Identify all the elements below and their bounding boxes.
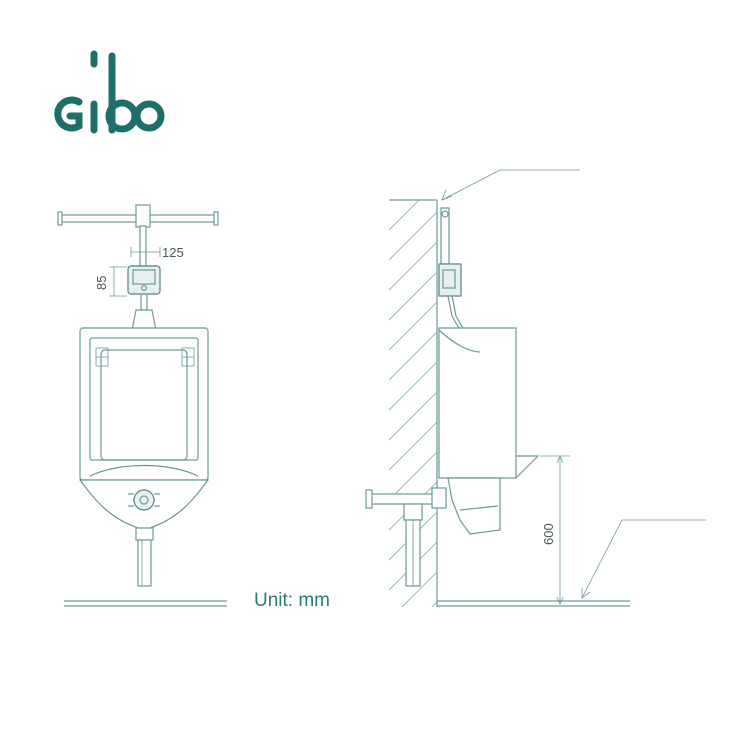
mount-height-label: 600	[541, 523, 556, 545]
pipe-spacing-label: 125	[162, 245, 184, 260]
side-view: 600	[365, 169, 706, 607]
unit-label: Unit: mm	[254, 590, 330, 611]
gibo-logo	[54, 50, 165, 134]
front-view: 125 85	[57, 204, 227, 607]
sensor-height-label: 85	[94, 276, 109, 290]
